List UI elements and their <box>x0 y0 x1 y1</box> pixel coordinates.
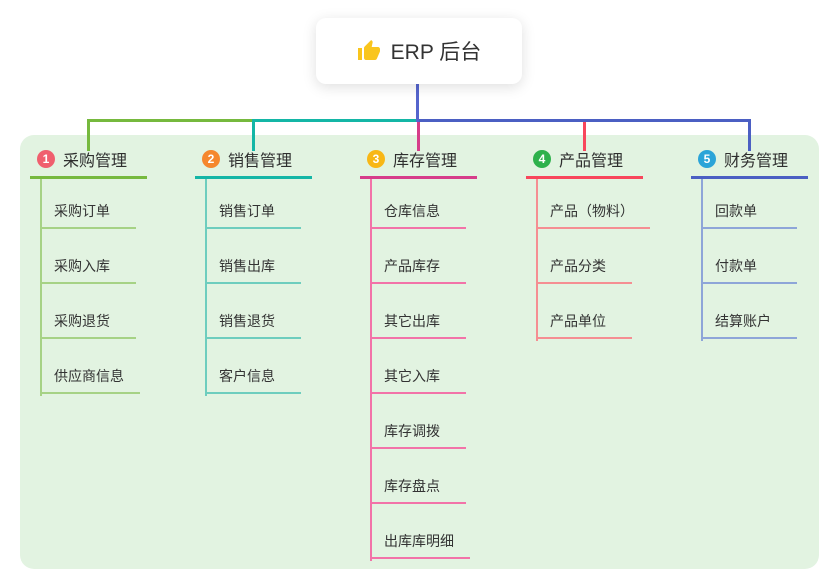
branch-header[interactable]: 5 财务管理 <box>698 148 788 170</box>
hub-line-segment <box>417 119 751 122</box>
child-node[interactable]: 结算账户 <box>701 313 797 339</box>
child-label: 其它入库 <box>384 368 440 384</box>
root-stem-line <box>415 84 419 122</box>
child-label: 付款单 <box>715 258 757 274</box>
branch-underline <box>691 176 808 179</box>
hub-line-segment <box>252 119 417 122</box>
branch-vertical-line <box>701 179 703 341</box>
child-node[interactable]: 供应商信息 <box>40 368 140 394</box>
branch-underline <box>30 176 147 179</box>
branch-vertical-line <box>536 179 538 341</box>
branch-drop-line <box>748 119 751 151</box>
branch-label: 财务管理 <box>724 153 789 170</box>
hub-line-segment <box>87 119 252 122</box>
branch-vertical-line <box>40 179 42 396</box>
child-label: 结算账户 <box>715 313 771 329</box>
child-label: 采购订单 <box>54 203 110 219</box>
child-label: 产品分类 <box>550 258 606 274</box>
branch-label: 销售管理 <box>228 153 293 170</box>
branch-header[interactable]: 1 采购管理 <box>37 148 127 170</box>
branch-number-badge: 5 <box>698 150 716 168</box>
root-label: ERP 后台 <box>390 41 482 64</box>
branch-label: 产品管理 <box>559 153 624 170</box>
branch-header[interactable]: 2 销售管理 <box>202 148 292 170</box>
root-node[interactable]: ERP 后台 <box>316 18 522 84</box>
child-node[interactable]: 产品（物料） <box>536 203 650 229</box>
branch-underline <box>360 176 477 179</box>
branch-header[interactable]: 3 库存管理 <box>367 148 457 170</box>
branch-number-badge: 3 <box>367 150 385 168</box>
child-label: 产品库存 <box>384 258 440 274</box>
child-label: 供应商信息 <box>54 368 124 384</box>
branch-underline <box>195 176 312 179</box>
branch-header[interactable]: 4 产品管理 <box>533 148 623 170</box>
child-label: 采购退货 <box>54 313 110 329</box>
branch-label: 采购管理 <box>63 153 128 170</box>
child-node[interactable]: 客户信息 <box>205 368 301 394</box>
child-node[interactable]: 仓库信息 <box>370 203 466 229</box>
branch-vertical-line <box>370 179 372 561</box>
child-node[interactable]: 采购入库 <box>40 258 136 284</box>
child-label: 客户信息 <box>219 368 275 384</box>
child-label: 销售退货 <box>219 313 275 329</box>
child-node[interactable]: 付款单 <box>701 258 797 284</box>
branch-label: 库存管理 <box>393 153 458 170</box>
child-label: 销售订单 <box>219 203 275 219</box>
child-node[interactable]: 产品单位 <box>536 313 632 339</box>
child-label: 采购入库 <box>54 258 110 274</box>
child-label: 出库库明细 <box>384 533 454 549</box>
child-node[interactable]: 销售退货 <box>205 313 301 339</box>
branch-number-badge: 4 <box>533 150 551 168</box>
child-node[interactable]: 库存调拨 <box>370 423 466 449</box>
child-node[interactable]: 采购订单 <box>40 203 136 229</box>
child-label: 仓库信息 <box>384 203 440 219</box>
branch-drop-line <box>417 119 420 151</box>
child-node[interactable]: 其它入库 <box>370 368 466 394</box>
branch-drop-line <box>583 119 586 151</box>
child-label: 回款单 <box>715 203 757 219</box>
child-node[interactable]: 库存盘点 <box>370 478 466 504</box>
child-node[interactable]: 产品分类 <box>536 258 632 284</box>
child-label: 产品单位 <box>550 313 606 329</box>
child-node[interactable]: 销售订单 <box>205 203 301 229</box>
branch-number-badge: 2 <box>202 150 220 168</box>
branch-drop-line <box>87 119 90 151</box>
child-node[interactable]: 产品库存 <box>370 258 466 284</box>
branch-underline <box>526 176 643 179</box>
child-node[interactable]: 采购退货 <box>40 313 136 339</box>
thumbs-up-icon <box>357 40 380 60</box>
child-node[interactable]: 出库库明细 <box>370 533 470 559</box>
child-label: 其它出库 <box>384 313 440 329</box>
child-node[interactable]: 销售出库 <box>205 258 301 284</box>
branch-panel <box>20 135 819 569</box>
branch-number-badge: 1 <box>37 150 55 168</box>
child-label: 库存调拨 <box>384 423 440 439</box>
child-label: 销售出库 <box>219 258 275 274</box>
child-node[interactable]: 其它出库 <box>370 313 466 339</box>
child-label: 库存盘点 <box>384 478 440 494</box>
branch-vertical-line <box>205 179 207 396</box>
child-node[interactable]: 回款单 <box>701 203 797 229</box>
branch-drop-line <box>252 119 255 151</box>
child-label: 产品（物料） <box>550 203 634 219</box>
